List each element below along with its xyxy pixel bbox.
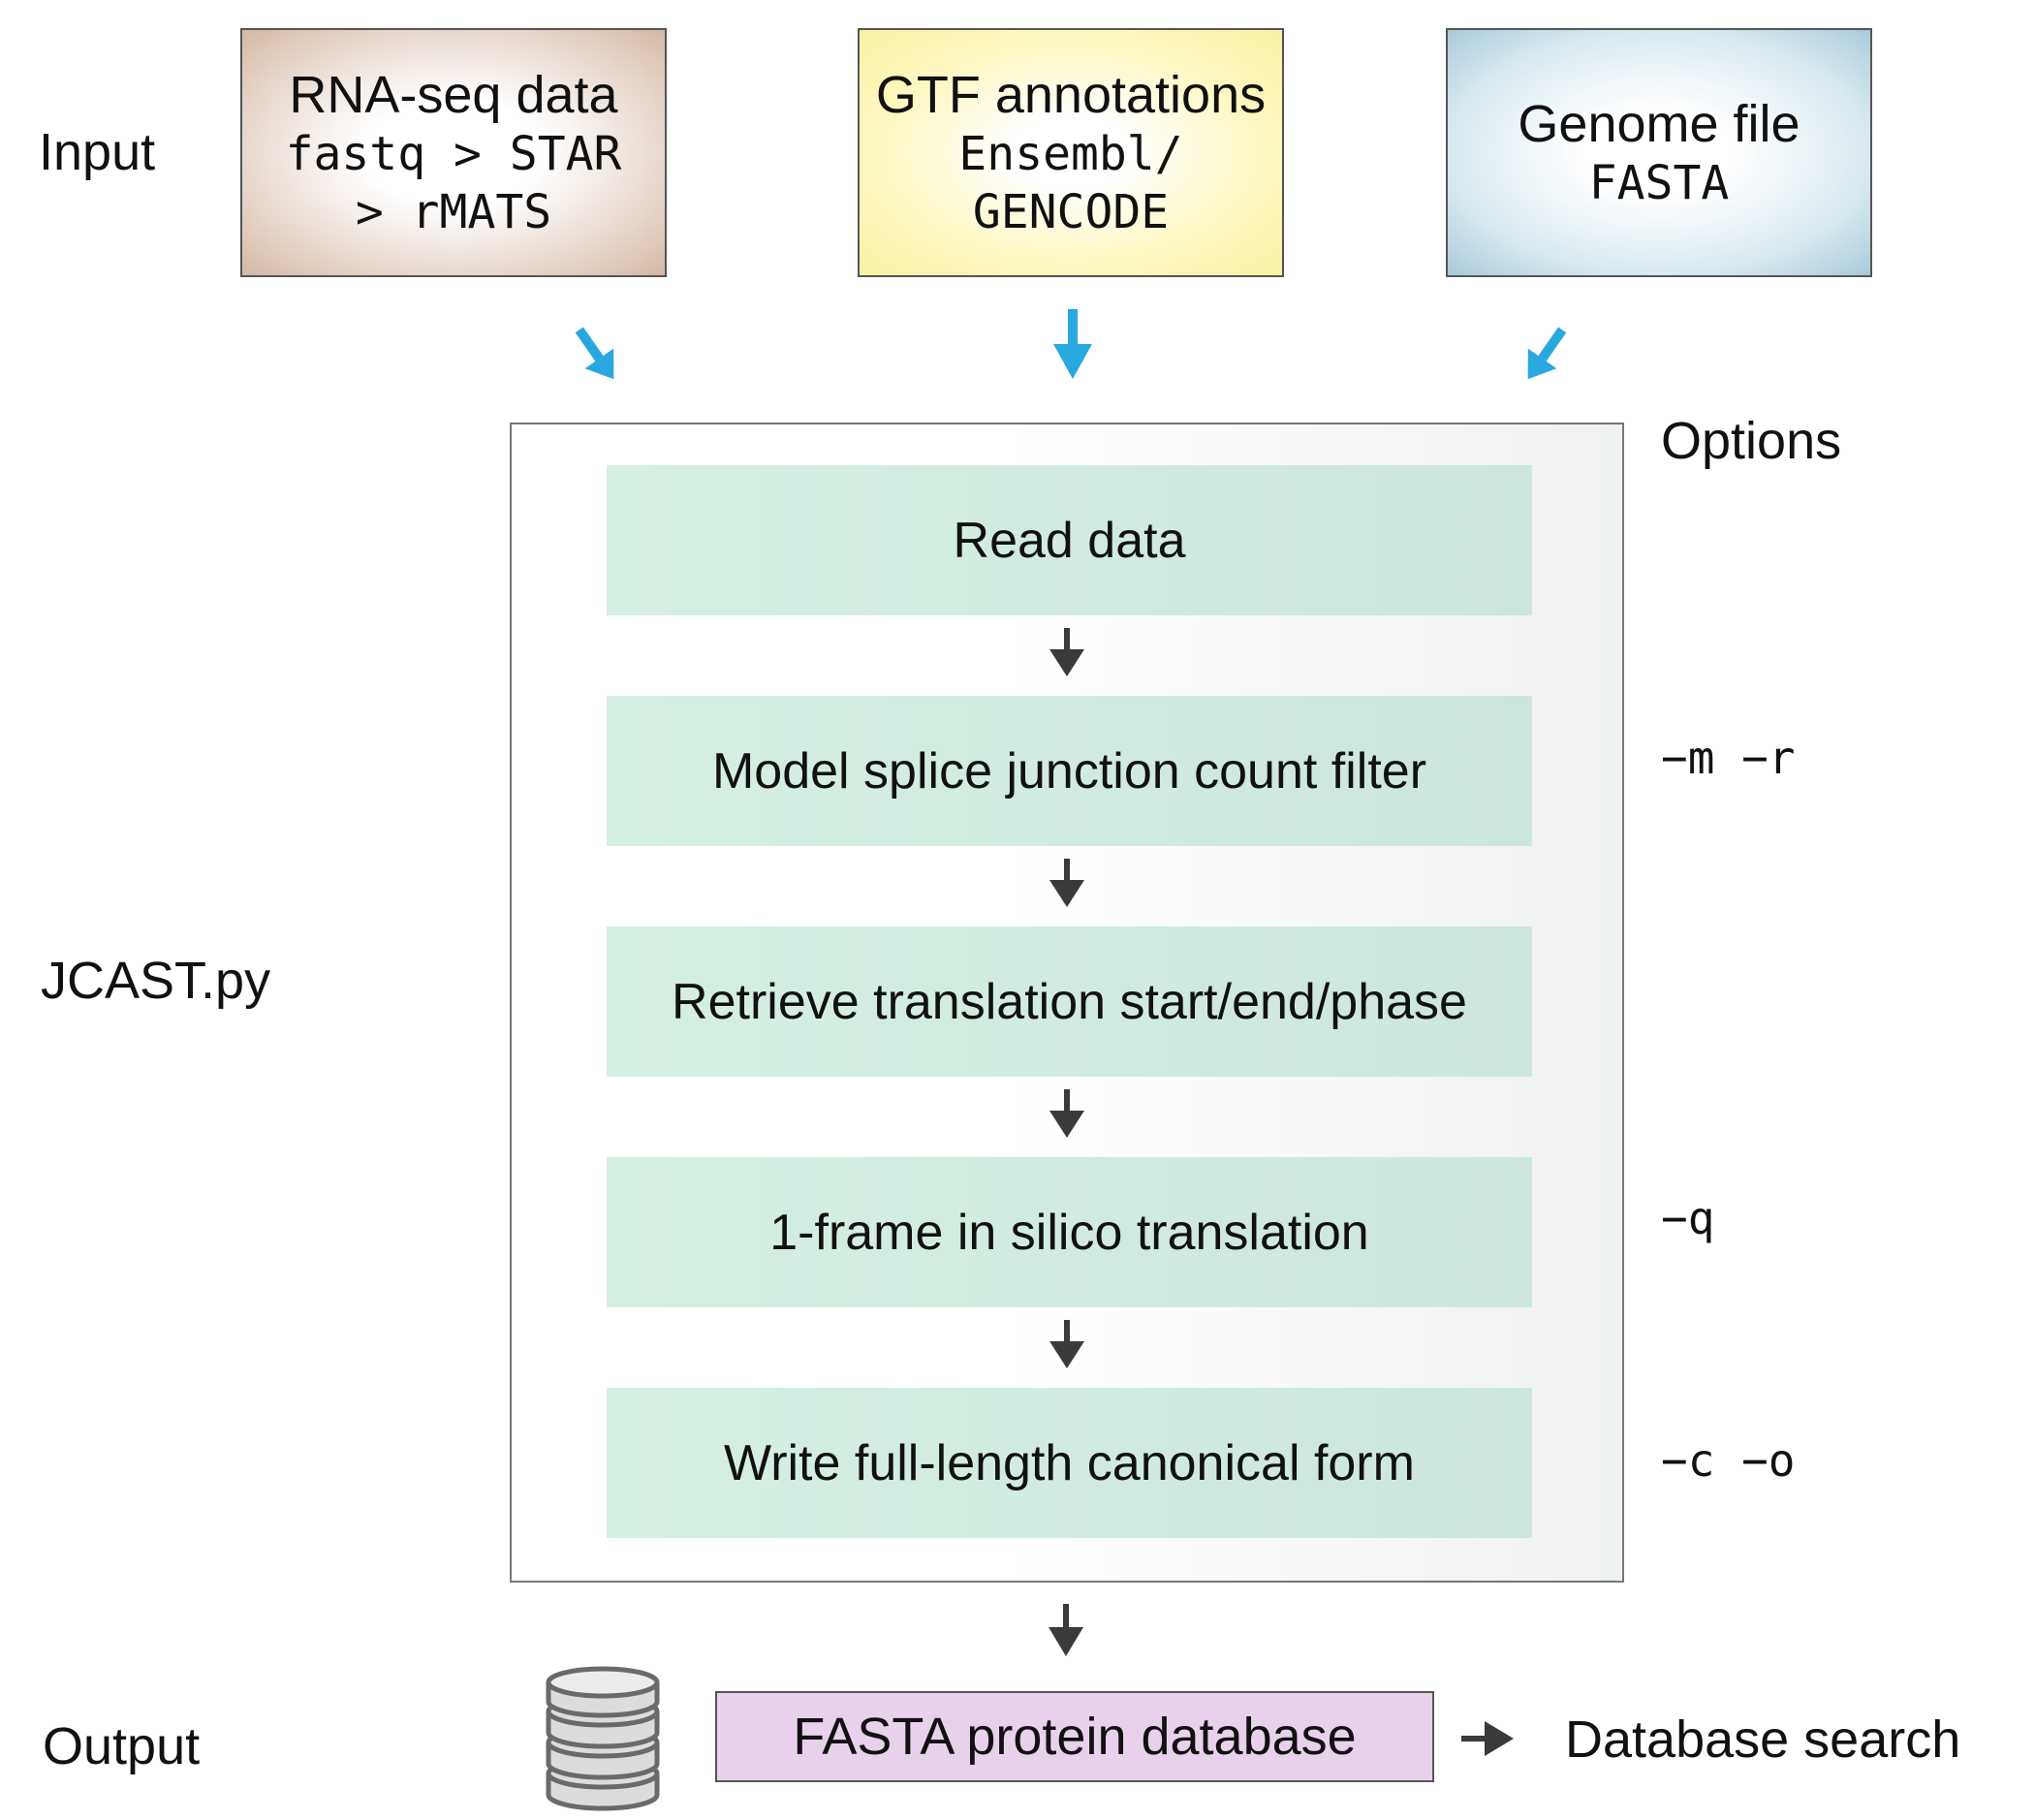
step-translation-start: Retrieve translation start/end/phase xyxy=(607,926,1532,1077)
options-label: Options xyxy=(1661,412,1842,470)
arrow-down-icon xyxy=(1049,859,1084,907)
input-detail: > rMATS xyxy=(355,184,552,239)
input-box-gtf: GTF annotations Ensembl/ GENCODE xyxy=(858,28,1284,277)
input-title: RNA-seq data xyxy=(289,65,618,124)
arrow-down-left-icon xyxy=(1527,327,1567,380)
fasta-database-box: FASTA protein database xyxy=(715,1691,1434,1782)
option-flags-write: −c −o xyxy=(1661,1434,1796,1487)
step-write-canonical: Write full-length canonical form xyxy=(607,1388,1532,1538)
step-junction-filter: Model splice junction count filter xyxy=(607,696,1532,846)
arrow-down-icon xyxy=(1049,628,1084,676)
input-title: Genome file xyxy=(1518,94,1800,153)
database-icon xyxy=(546,1666,660,1811)
jcast-label: JCAST.py xyxy=(41,952,271,1010)
arrow-right-icon xyxy=(1461,1721,1514,1756)
output-label: Output xyxy=(43,1717,201,1775)
database-search-label: Database search xyxy=(1565,1710,1961,1769)
option-flags-translation: −q xyxy=(1661,1192,1715,1244)
input-box-genome: Genome file FASTA xyxy=(1446,28,1872,277)
arrow-down-icon xyxy=(1049,1320,1084,1368)
input-title: GTF annotations xyxy=(875,65,1267,124)
arrow-down-icon xyxy=(1053,309,1092,379)
arrow-down-icon xyxy=(1049,1089,1084,1138)
input-detail: GENCODE xyxy=(972,184,1170,239)
step-read-data: Read data xyxy=(607,465,1532,615)
input-detail: FASTA xyxy=(1588,155,1730,210)
input-detail: Ensembl/ xyxy=(958,126,1183,181)
arrow-down-right-icon xyxy=(575,327,614,380)
input-detail: fastq > STAR xyxy=(285,126,622,181)
arrow-down-icon xyxy=(1049,1604,1083,1656)
input-label: Input xyxy=(39,123,156,181)
jcast-pipeline-panel: Read data Model splice junction count fi… xyxy=(510,423,1624,1583)
step-insilico-translation: 1-frame in silico translation xyxy=(607,1157,1532,1307)
option-flags-filter: −m −r xyxy=(1661,732,1796,784)
input-box-rnaseq: RNA-seq data fastq > STAR > rMATS xyxy=(240,28,667,277)
